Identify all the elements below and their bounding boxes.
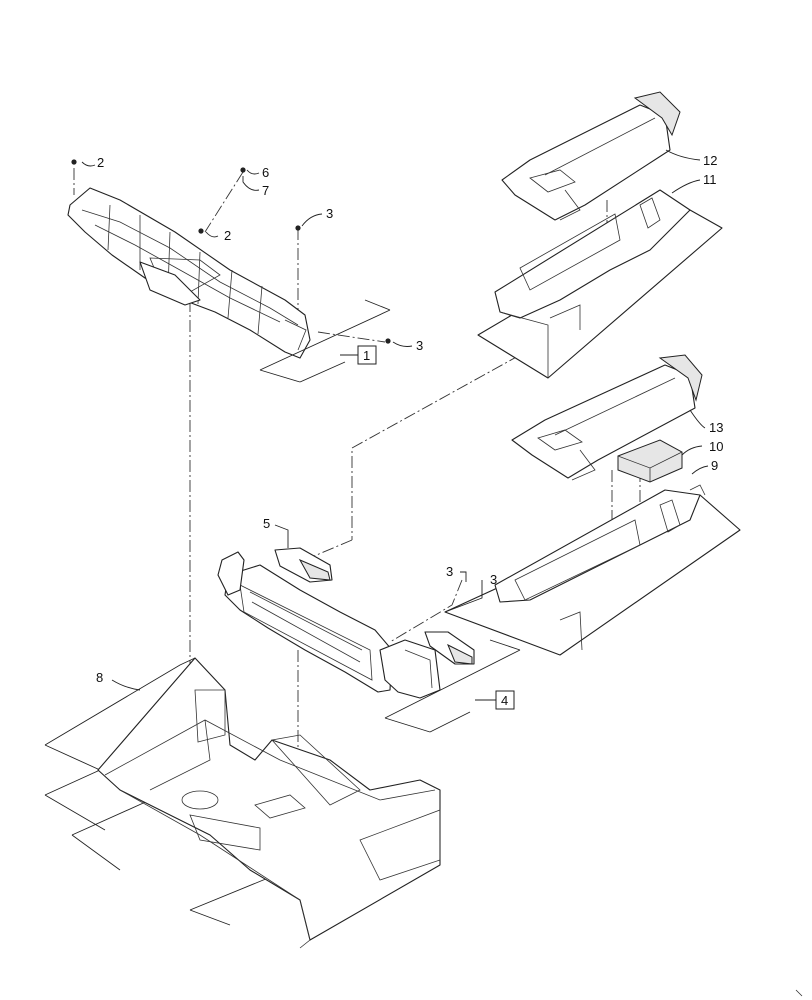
callout-1: 1 — [363, 348, 370, 363]
callout-3a: 3 — [326, 206, 333, 221]
centerline-fastener-3b — [317, 331, 386, 343]
part-12-upper-cushion — [501, 91, 681, 221]
part-5-duct-seals — [274, 547, 475, 665]
pad-block — [617, 439, 683, 483]
screw-icon — [240, 167, 246, 173]
callout-13: 13 — [709, 420, 723, 435]
callout-5: 5 — [263, 516, 270, 531]
screw-icon — [198, 228, 204, 234]
callout-10: 10 — [709, 439, 723, 454]
centerline-upper-panel — [351, 354, 521, 540]
callout-12: 12 — [703, 153, 717, 168]
corner-mark — [795, 989, 803, 997]
assembly-plane-1 — [259, 299, 391, 383]
screw-icon — [295, 225, 301, 231]
fasteners-upper-left — [71, 159, 391, 344]
part-9-lower-tray — [444, 484, 741, 656]
callout-2b: 2 — [224, 228, 231, 243]
callout-4: 4 — [501, 693, 508, 708]
part-1-console-arm — [67, 187, 311, 359]
duct-housing — [224, 564, 393, 693]
callout-11: 11 — [703, 172, 717, 187]
part-4-duct-assembly — [217, 551, 441, 699]
part-8-floor-panel — [44, 657, 441, 949]
screw-icon — [71, 159, 77, 165]
console-arm-body — [67, 187, 311, 359]
duct-outlet — [379, 639, 441, 699]
screw-icon — [385, 338, 391, 344]
callout-labels: 2 6 7 2 3 1 3 12 11 13 10 9 5 3 3 4 8 — [96, 153, 723, 708]
callout-3d: 3 — [490, 572, 497, 587]
callout-3b: 3 — [416, 338, 423, 353]
centerline-fastener-3c — [389, 579, 463, 643]
part-11-upper-tray — [477, 189, 723, 379]
callout-2a: 2 — [97, 155, 104, 170]
floor-panel-body — [97, 657, 441, 941]
lower-cushion-body — [511, 364, 696, 479]
callout-3c: 3 — [446, 564, 453, 579]
part-10-pad-block — [617, 439, 683, 483]
centerline-fastener-6-7 — [204, 171, 244, 233]
callout-6: 6 — [262, 165, 269, 180]
callout-7: 7 — [262, 183, 269, 198]
callout-9: 9 — [711, 458, 718, 473]
part-13-lower-cushion — [511, 354, 703, 481]
callout-leaders — [81, 149, 709, 691]
assembly-plane-4 — [384, 639, 521, 733]
duct-inlet — [217, 551, 245, 596]
callout-8: 8 — [96, 670, 103, 685]
